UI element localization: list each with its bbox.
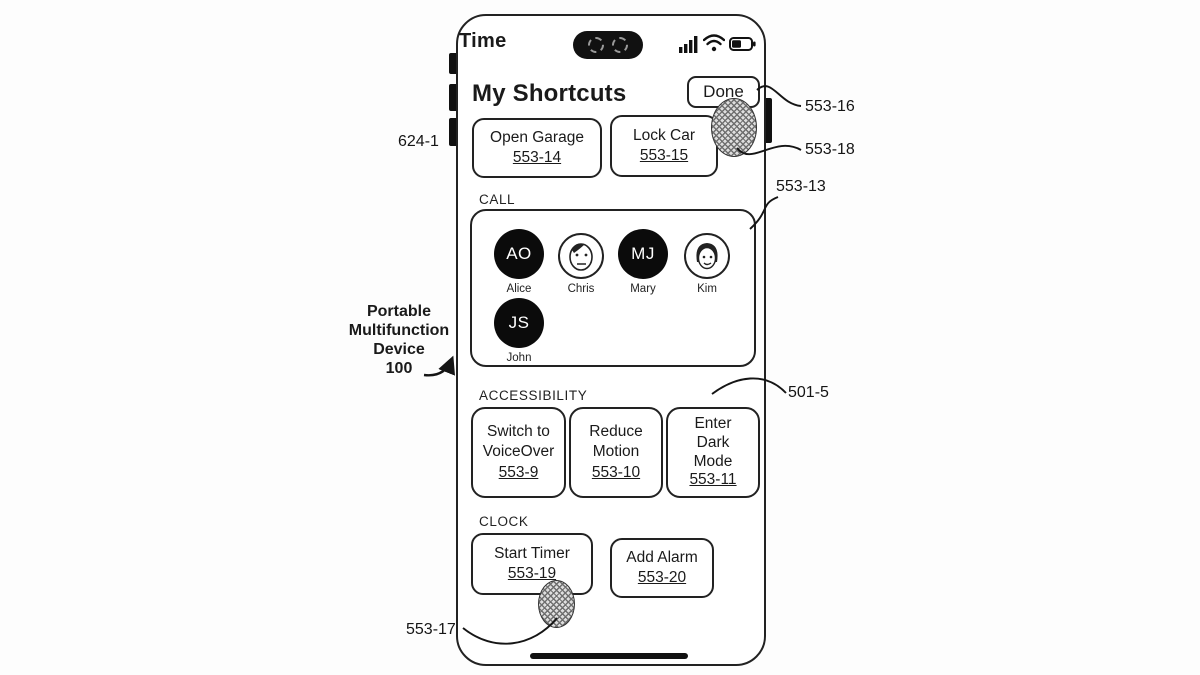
avatar-photo xyxy=(684,233,730,279)
contact-name: Alice xyxy=(506,283,532,295)
ref-553-17: 553-17 xyxy=(406,621,456,638)
avatar-initials: AO xyxy=(494,229,544,279)
ringer-switch[interactable] xyxy=(449,53,458,74)
sensor-lens-icon xyxy=(612,37,628,53)
call-section-label: CALL xyxy=(479,192,516,207)
switch-voiceover-button[interactable]: Switch to VoiceOver 553-9 xyxy=(471,407,566,498)
touch-contact-oval-top xyxy=(711,98,757,157)
accessibility-section-label: ACCESSIBILITY xyxy=(479,388,588,403)
avatar-initials-text: MJ xyxy=(631,244,655,263)
avatar-initials-text: JS xyxy=(508,313,530,332)
button-label: Add Alarm xyxy=(626,548,698,566)
ref-553-13: 553-13 xyxy=(776,178,826,195)
camera-cutout xyxy=(573,31,643,59)
camera-lens-icon xyxy=(588,37,604,53)
power-side-button[interactable] xyxy=(762,98,772,143)
contact-mary[interactable]: MJ Mary xyxy=(614,229,672,295)
contact-name: Mary xyxy=(630,283,656,295)
contact-john[interactable]: JS John xyxy=(490,298,548,364)
button-label: Start Timer xyxy=(494,544,570,562)
status-time: Time xyxy=(459,30,507,52)
avatar-initials: JS xyxy=(494,298,544,348)
start-timer-button[interactable]: Start Timer 553-19 xyxy=(471,533,593,595)
ref-553-20: 553-20 xyxy=(637,569,687,586)
enter-dark-mode-button[interactable]: Enter Dark Mode 553-11 xyxy=(666,407,760,498)
shortcut-lock-car-button[interactable]: Lock Car 553-15 xyxy=(610,115,718,177)
reduce-motion-button[interactable]: Reduce Motion 553-10 xyxy=(569,407,663,498)
contact-name: Chris xyxy=(567,283,595,295)
man-face-icon xyxy=(569,243,593,271)
touch-contact-oval-bottom xyxy=(538,580,575,628)
contact-kim[interactable]: Kim xyxy=(678,233,736,295)
ref-553-16: 553-16 xyxy=(805,98,855,115)
device-label: Portable Multifunction Device 100 xyxy=(340,303,458,379)
shortcut-label: Open Garage xyxy=(490,128,584,146)
contact-name: John xyxy=(506,352,532,364)
page-title: My Shortcuts xyxy=(472,80,627,107)
ref-553-15: 553-15 xyxy=(639,147,689,164)
button-label: Enter Dark Mode xyxy=(693,414,733,470)
avatar-initials: MJ xyxy=(618,229,668,279)
volume-down-button[interactable] xyxy=(449,118,458,146)
ref-553-9: 553-9 xyxy=(498,463,539,481)
contact-chris[interactable]: Chris xyxy=(552,233,610,295)
contact-alice[interactable]: AO Alice xyxy=(490,229,548,295)
battery-icon xyxy=(729,37,756,51)
ref-501-5: 501-5 xyxy=(788,384,829,401)
ref-553-10: 553-10 xyxy=(591,463,641,481)
contact-name: Kim xyxy=(697,283,717,295)
ref-553-14: 553-14 xyxy=(512,149,562,166)
avatar-initials-text: AO xyxy=(506,244,532,263)
wifi-icon xyxy=(703,34,725,52)
device-name: Portable Multifunction Device xyxy=(348,303,450,358)
signal-bars-icon xyxy=(679,36,698,53)
device-ref-100: 100 xyxy=(385,359,413,377)
shortcut-open-garage-button[interactable]: Open Garage 553-14 xyxy=(472,118,602,178)
woman-face-icon xyxy=(696,243,718,270)
ref-553-19: 553-19 xyxy=(507,565,557,582)
add-alarm-button[interactable]: Add Alarm 553-20 xyxy=(610,538,714,598)
ref-553-11: 553-11 xyxy=(689,471,737,489)
clock-section-label: CLOCK xyxy=(479,514,529,529)
avatar-photo xyxy=(558,233,604,279)
shortcut-label: Lock Car xyxy=(632,126,696,144)
home-indicator[interactable] xyxy=(530,653,688,659)
ref-624-1: 624-1 xyxy=(398,133,439,150)
button-label: Reduce Motion xyxy=(589,423,643,461)
volume-up-button[interactable] xyxy=(449,84,458,111)
button-label: Switch to VoiceOver xyxy=(482,423,555,461)
ref-553-18: 553-18 xyxy=(805,141,855,158)
